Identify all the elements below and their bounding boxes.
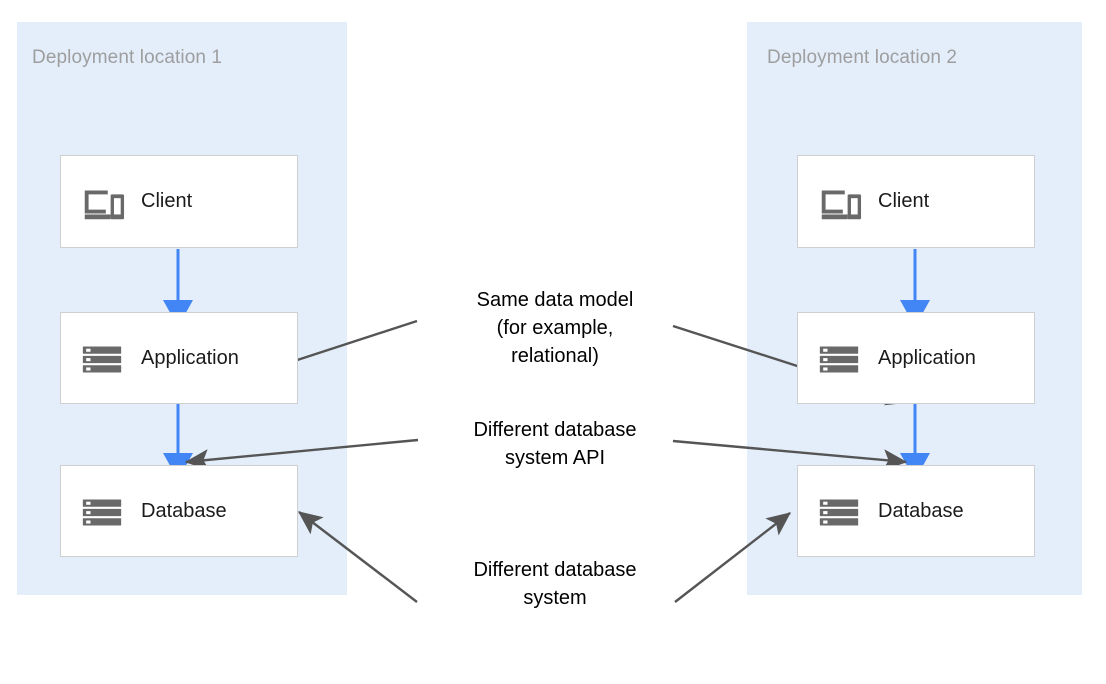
devices-icon: [821, 190, 862, 219]
deployment-zone-2-title: Deployment location 2: [767, 47, 958, 68]
node-application-2[interactable]: Application: [797, 312, 1035, 404]
server-stack-icon: [82, 499, 122, 526]
annotation-database-api: Different database system API: [473, 419, 637, 469]
node-database-1-label: Database: [141, 499, 227, 522]
node-database-2[interactable]: Database: [797, 465, 1035, 557]
node-application-1[interactable]: Application: [60, 312, 298, 404]
node-client-2[interactable]: Client: [797, 155, 1035, 248]
devices-icon: [84, 190, 125, 219]
node-database-2-label: Database: [878, 499, 964, 522]
node-application-1-label: Application: [141, 346, 239, 369]
annotation-database-system: Different database system: [473, 559, 637, 609]
annotation-data-model: Same data model (for example, relational…: [476, 289, 634, 367]
server-stack-icon: [82, 346, 122, 373]
node-application-2-label: Application: [878, 346, 976, 369]
server-stack-icon: [819, 346, 859, 373]
node-client-2-label: Client: [878, 190, 930, 212]
deployment-zone-1-title: Deployment location 1: [32, 47, 223, 68]
node-client-1-label: Client: [141, 190, 193, 212]
server-stack-icon: [819, 499, 859, 526]
node-database-1[interactable]: Database: [60, 465, 298, 557]
node-client-1[interactable]: Client: [60, 155, 298, 248]
